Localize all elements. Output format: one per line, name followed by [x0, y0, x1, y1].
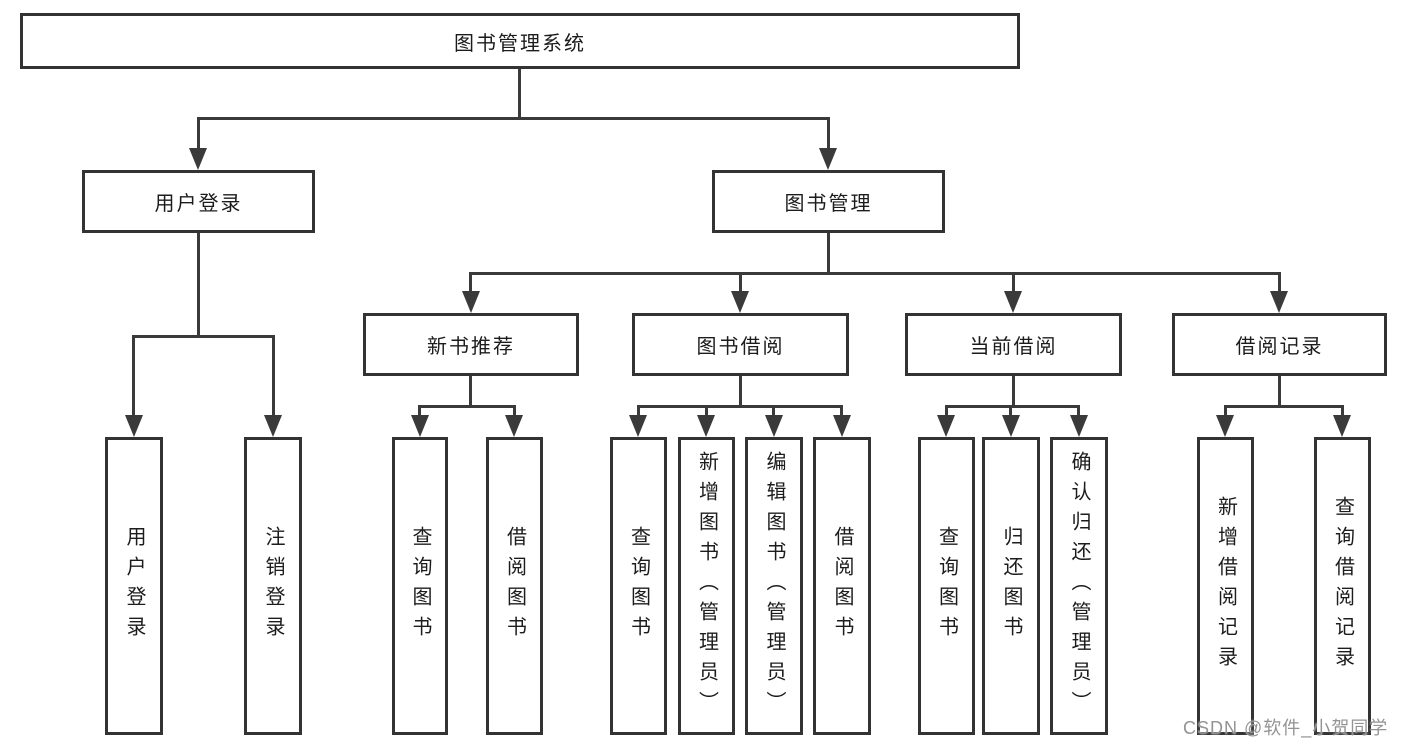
connector-book-borrow-stem [739, 376, 742, 405]
arrowhead-book-management [819, 148, 837, 170]
node-new-book-recommend: 新书推荐 [363, 313, 579, 376]
node-query-books-3: 查询图书 [918, 437, 975, 735]
arrowhead-current-borrow [1004, 291, 1022, 313]
arrowhead-logout [264, 415, 282, 437]
connector-to-user-login-leaf [132, 335, 135, 419]
connector-to-book-management [827, 117, 830, 151]
arrowhead-query-books-2 [629, 415, 647, 437]
connector-to-borrow-records [1278, 272, 1281, 295]
connector-leaf-stem [1009, 405, 1012, 417]
connector-user-login-rail [132, 335, 275, 338]
arrowhead-query-books-1 [411, 415, 429, 437]
node-label: 归还图书 [1000, 526, 1022, 646]
node-label: 查询图书 [409, 526, 431, 646]
node-label: 查询借阅记录 [1331, 496, 1354, 676]
node-query-books-2: 查询图书 [610, 437, 667, 735]
arrowhead-user-login [189, 148, 207, 170]
node-label: 查询图书 [627, 526, 650, 646]
connector-to-new-book-recommend [469, 272, 472, 295]
node-label: 借阅图书 [503, 526, 526, 646]
node-book-borrow: 图书借阅 [632, 313, 849, 376]
arrowhead-book-borrow [731, 291, 749, 313]
arrowhead-new-book-recommend [462, 291, 480, 313]
arrowhead-borrow-records [1270, 291, 1288, 313]
connector-leaf-stem [1224, 405, 1227, 417]
connector-current-borrow-rail [945, 405, 1079, 408]
arrowhead-query-borrow-record [1333, 415, 1351, 437]
node-user-login: 用户登录 [82, 170, 315, 233]
csdn-watermark: CSDN @软件_小贺同学 [1183, 718, 1389, 738]
connector-to-logout [272, 335, 275, 419]
node-query-borrow-record: 查询借阅记录 [1314, 437, 1371, 735]
connector-leaf-stem [945, 405, 948, 417]
arrowhead-user-login-leaf [125, 415, 143, 437]
node-label: 确认归还（管理员） [1068, 451, 1090, 721]
node-borrow-books-2: 借阅图书 [813, 437, 871, 735]
arrowhead-confirm-return-admin [1070, 415, 1088, 437]
arrowhead-edit-book-admin [765, 415, 783, 437]
node-borrow-books-1: 借阅图书 [486, 437, 543, 735]
arrowhead-borrow-books-2 [833, 415, 851, 437]
node-book-management: 图书管理 [712, 170, 945, 233]
arrowhead-return-book [1002, 415, 1020, 437]
connector-new-book-stem [469, 376, 472, 405]
arrowhead-borrow-books-1 [505, 415, 523, 437]
connector-root-rail [197, 117, 830, 120]
node-query-books-1: 查询图书 [392, 437, 448, 735]
node-user-login-leaf: 用户登录 [105, 437, 163, 735]
node-confirm-return-admin: 确认归还（管理员） [1050, 437, 1108, 735]
connector-user-login-stem [197, 233, 200, 335]
node-label: 编辑图书（管理员） [763, 451, 785, 721]
connector-leaf-stem [705, 405, 708, 417]
node-edit-book-admin: 编辑图书（管理员） [745, 437, 803, 735]
connector-leaf-stem [418, 405, 421, 417]
connector-leaf-stem [772, 405, 775, 417]
node-label: 新增图书（管理员） [695, 451, 718, 721]
connector-to-current-borrow [1012, 272, 1015, 295]
connector-new-book-rail [418, 405, 516, 408]
connector-leaf-stem [637, 405, 640, 417]
arrowhead-add-book-admin [697, 415, 715, 437]
node-label: 查询图书 [935, 526, 958, 646]
connector-book-management-rail [469, 272, 1281, 275]
arrowhead-add-borrow-record [1216, 415, 1234, 437]
connector-to-user-login [197, 117, 200, 151]
connector-book-borrow-rail [637, 405, 842, 408]
arrowhead-query-books-3 [937, 415, 955, 437]
connector-leaf-stem [840, 405, 843, 417]
connector-book-management-stem [827, 233, 830, 272]
node-current-borrow: 当前借阅 [905, 313, 1122, 376]
node-label: 借阅图书 [831, 526, 853, 646]
node-label: 新增借阅记录 [1214, 496, 1237, 676]
connector-root-stem [518, 69, 521, 117]
connector-current-borrow-stem [1012, 376, 1015, 405]
connector-to-book-borrow [739, 272, 742, 295]
node-add-borrow-record: 新增借阅记录 [1197, 437, 1254, 735]
connector-borrow-records-rail [1224, 405, 1343, 408]
node-library-management-system: 图书管理系统 [20, 13, 1020, 69]
node-logout: 注销登录 [244, 437, 302, 735]
connector-leaf-stem [1341, 405, 1344, 417]
connector-leaf-stem [1077, 405, 1080, 417]
node-borrow-records: 借阅记录 [1172, 313, 1387, 376]
connector-borrow-records-stem [1278, 376, 1281, 405]
node-return-book: 归还图书 [982, 437, 1040, 735]
connector-leaf-stem [513, 405, 516, 417]
node-label: 注销登录 [262, 526, 284, 646]
node-add-book-admin: 新增图书（管理员） [678, 437, 735, 735]
node-label: 用户登录 [123, 526, 145, 646]
